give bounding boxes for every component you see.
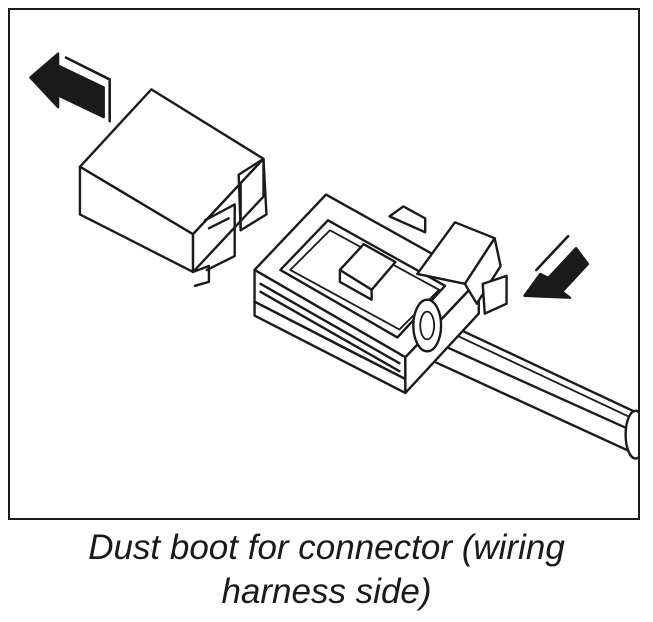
caption-line-2: harness side) [221,572,432,611]
figure-frame [8,8,640,520]
connector-illustration [29,52,638,460]
wiring-harness [406,308,638,460]
connector-body [253,193,508,395]
caption-line-1: Dust boot for connector (wiring [88,528,565,567]
figure-caption: Dust boot for connector (wiring harness … [0,526,653,614]
removal-arrow-icon [29,52,111,123]
wire-grommet [412,298,443,353]
insertion-arrow-icon [523,234,590,299]
dust-boot [78,88,268,288]
